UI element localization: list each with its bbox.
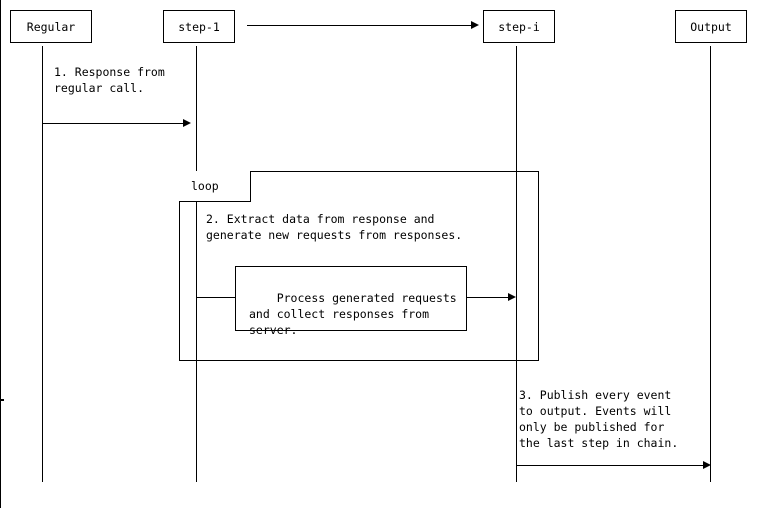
note-connector-line-right[interactable] bbox=[467, 297, 508, 298]
lifeline-step-1 bbox=[196, 46, 197, 482]
participant-label-output: Output bbox=[690, 19, 732, 34]
participant-box-step-i[interactable]: step-i bbox=[483, 10, 555, 43]
message-line-stepi-to-output[interactable] bbox=[516, 465, 703, 466]
message-arrowhead-header-step1-to-stepi bbox=[471, 21, 479, 29]
note-connector-line-left bbox=[196, 297, 235, 298]
page-edge-tick bbox=[0, 399, 4, 401]
fragment-loop-frame bbox=[179, 171, 539, 361]
note-box-process-requests[interactable]: Process generated requests and collect r… bbox=[235, 266, 467, 337]
fragment-loop-operator-label: loop bbox=[191, 179, 219, 193]
lifeline-step-i bbox=[516, 46, 517, 482]
page-edge-line bbox=[0, 0, 1, 508]
participant-box-output[interactable]: Output bbox=[675, 10, 747, 43]
participant-label-step-1: step-1 bbox=[178, 19, 220, 34]
lifeline-output bbox=[710, 46, 711, 482]
fragment-loop-body-text: 2. Extract data from response and genera… bbox=[206, 212, 463, 242]
message-label-3: 3. Publish every event to output. Events… bbox=[519, 388, 679, 450]
message-arrowhead-stepi-to-output bbox=[703, 461, 711, 469]
lifeline-regular bbox=[42, 46, 43, 482]
message-arrowhead-regular-to-step1 bbox=[183, 119, 191, 127]
message-line-regular-to-step1[interactable] bbox=[42, 123, 183, 124]
message-label-1: 1. Response from regular call. bbox=[54, 65, 165, 95]
message-line-header-step1-to-stepi[interactable] bbox=[247, 25, 471, 26]
participant-box-regular[interactable]: Regular bbox=[10, 10, 92, 43]
participant-box-step-1[interactable]: step-1 bbox=[163, 10, 235, 43]
participant-label-regular: Regular bbox=[26, 19, 76, 34]
note-text: Process generated requests and collect r… bbox=[249, 291, 457, 337]
fragment-loop-operator-tab: loop bbox=[179, 171, 251, 202]
participant-label-step-i: step-i bbox=[498, 19, 540, 34]
message-arrowhead-note-to-stepi bbox=[508, 293, 516, 301]
